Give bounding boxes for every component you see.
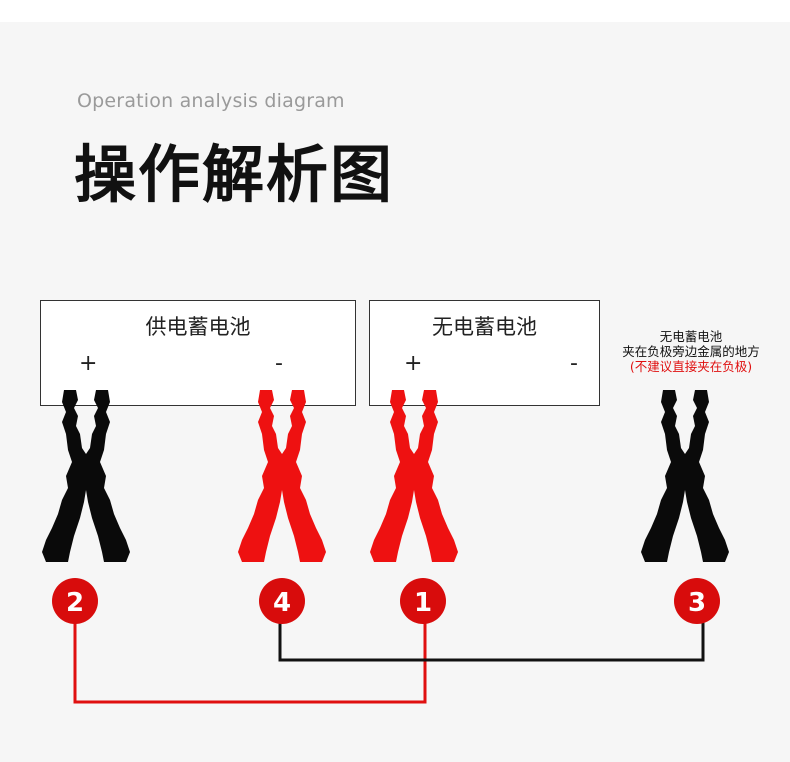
step-badge-1-label: 1 (414, 588, 432, 618)
dead-battery-label: 无电蓄电池 (432, 315, 537, 339)
black-clamp-supply-positive (42, 390, 130, 562)
supply-positive-terminal: + (79, 351, 98, 376)
black-wire (278, 620, 705, 662)
dead-battery-box: 无电蓄电池 + - (369, 300, 600, 406)
supply-battery-label: 供电蓄电池 (145, 315, 251, 339)
supply-battery-box: 供电蓄电池 + - (40, 300, 356, 406)
step-badge-2: 2 (52, 578, 98, 624)
black-clamp-ground-point (641, 390, 729, 562)
page-title: 操作解析图 (74, 138, 395, 211)
red-clamp-dead-positive (370, 390, 458, 562)
step-badge-4-label: 4 (273, 588, 291, 618)
red-clamp-supply-negative (238, 390, 326, 562)
dead-positive-terminal: + (404, 351, 423, 376)
step-badge-3: 3 (674, 578, 720, 624)
note-line-2: 夹在负极旁边金属的地方 (622, 344, 760, 359)
step-badge-2-label: 2 (66, 588, 84, 618)
note-warning: (不建议直接夹在负极) (629, 359, 753, 374)
supply-negative-terminal: - (275, 351, 283, 376)
dead-negative-terminal: - (570, 351, 578, 376)
step-badge-3-label: 3 (688, 588, 706, 618)
ground-point-note: 无电蓄电池 夹在负极旁边金属的地方 (不建议直接夹在负极) (596, 329, 786, 374)
step-badge-1: 1 (400, 578, 446, 624)
top-band (0, 0, 790, 22)
page-subtitle: Operation analysis diagram (77, 90, 345, 112)
note-line-1: 无电蓄电池 (659, 329, 723, 344)
step-badge-4: 4 (259, 578, 305, 624)
